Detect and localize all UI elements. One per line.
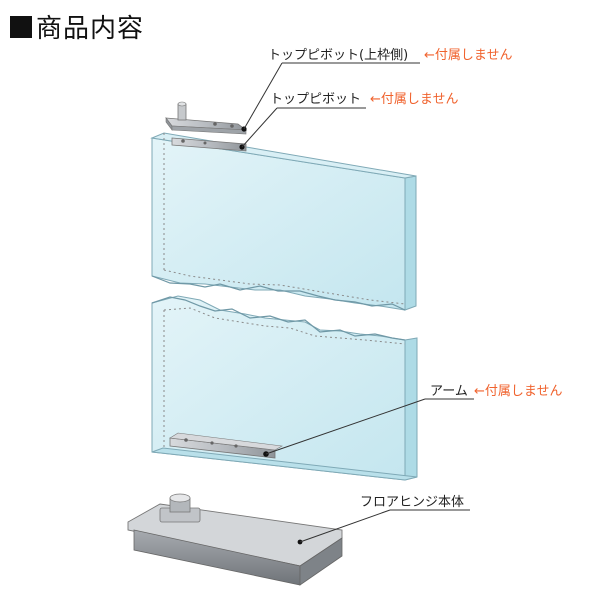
label-top-pivot-upper-frame: トップピボット(上枠側): [268, 48, 408, 63]
page-header: 商品内容: [10, 8, 144, 45]
arm-part: [169, 432, 283, 459]
lower-glass-panel: [151, 295, 418, 481]
note-not-included-2: ←付属しません: [370, 92, 459, 107]
floor-hinge-body-part: [127, 493, 343, 586]
title-square-icon: [10, 15, 32, 38]
label-floor-hinge-body: フロアヒンジ本体: [360, 495, 464, 510]
label-arm: アーム: [430, 384, 468, 399]
note-not-included-3: ←付属しません: [474, 384, 563, 399]
upper-glass-panel: [150, 132, 417, 311]
leader-lines: [241, 62, 474, 543]
top-pivot-upper-frame-part: [165, 101, 248, 135]
page-title: 商品内容: [36, 14, 145, 44]
label-top-pivot: トップピボット: [270, 92, 361, 107]
note-not-included-1: ←付属しません: [424, 48, 513, 63]
